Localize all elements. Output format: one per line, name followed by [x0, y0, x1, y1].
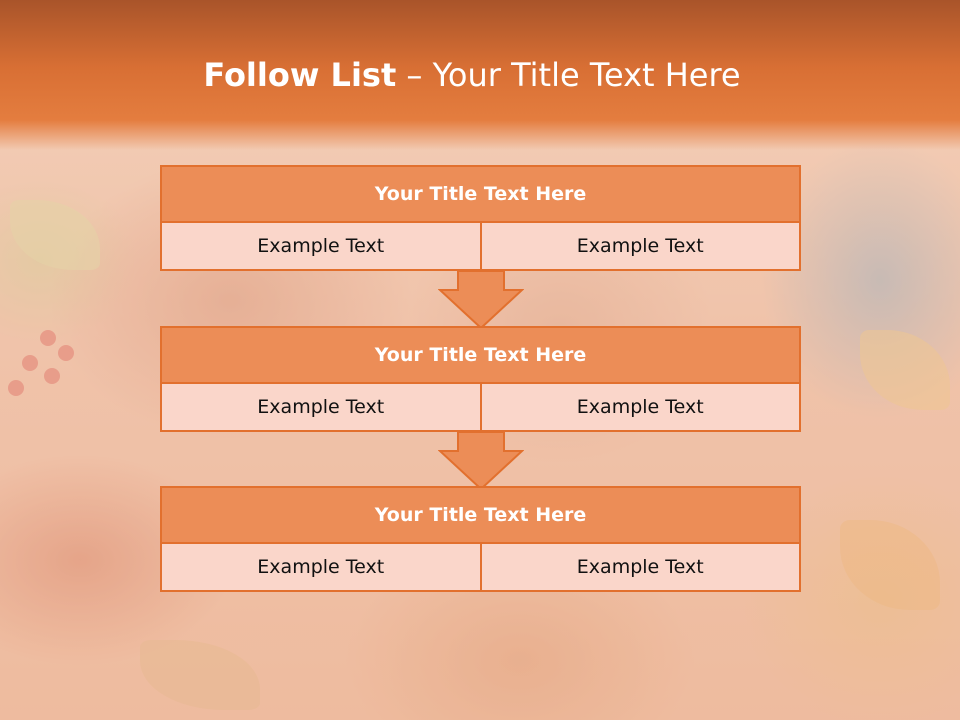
block-cell-left: Example Text — [162, 223, 482, 269]
title-bar — [0, 0, 960, 150]
block-row: Example Text Example Text — [162, 544, 799, 590]
berry-decoration — [22, 355, 38, 371]
block-cell-right: Example Text — [481, 223, 799, 269]
berry-decoration — [8, 380, 24, 396]
list-block-1: Your Title Text Here Example Text Exampl… — [160, 165, 801, 271]
block-cell-left: Example Text — [162, 544, 482, 590]
block-heading: Your Title Text Here — [162, 167, 799, 223]
down-arrow-icon — [438, 270, 524, 330]
list-block-2: Your Title Text Here Example Text Exampl… — [160, 326, 801, 432]
block-cell-right: Example Text — [481, 384, 799, 430]
block-cell-left: Example Text — [162, 384, 482, 430]
block-row: Example Text Example Text — [162, 384, 799, 430]
block-heading: Your Title Text Here — [162, 488, 799, 544]
block-row: Example Text Example Text — [162, 223, 799, 269]
down-arrow-icon — [438, 431, 524, 491]
list-block-3: Your Title Text Here Example Text Exampl… — [160, 486, 801, 592]
berry-decoration — [40, 330, 56, 346]
block-cell-right: Example Text — [481, 544, 799, 590]
berry-decoration — [58, 345, 74, 361]
block-heading: Your Title Text Here — [162, 328, 799, 384]
title-bold: Follow List — [203, 56, 397, 94]
title-rest: – Your Title Text Here — [396, 56, 741, 94]
slide-title: Follow List – Your Title Text Here — [0, 56, 944, 94]
berry-decoration — [44, 368, 60, 384]
